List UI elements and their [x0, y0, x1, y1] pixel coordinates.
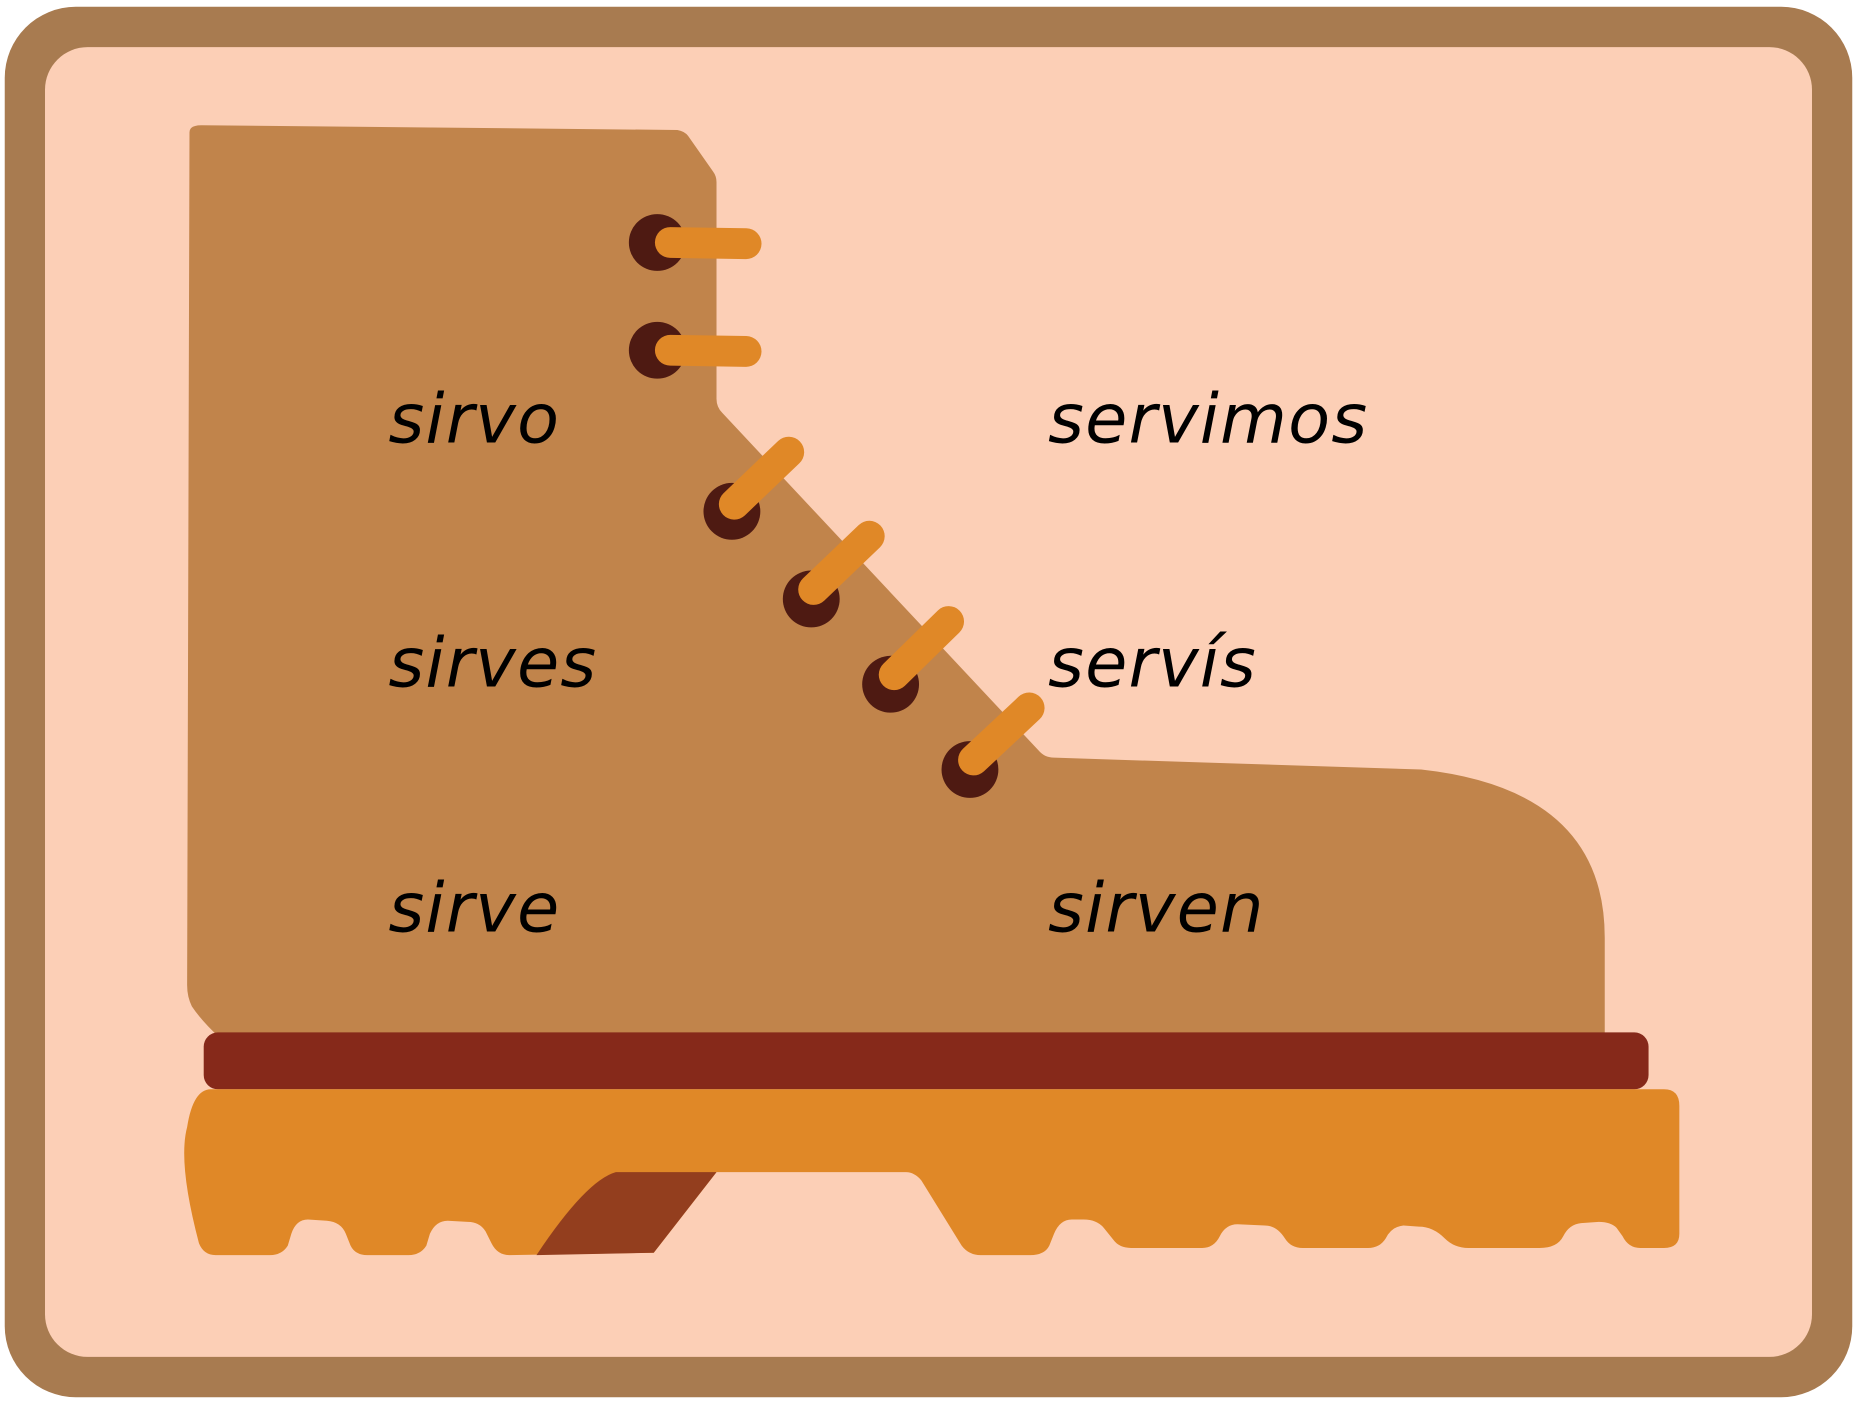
laces — [654, 227, 1045, 776]
lace — [654, 227, 762, 260]
boot-heel-shadow — [536, 1172, 717, 1256]
conjugation-vos: servís — [1048, 624, 1257, 704]
conjugation-tu: sirves — [388, 624, 597, 704]
lace — [798, 520, 885, 605]
boot-welt — [203, 1032, 1649, 1090]
boot-sole — [184, 1089, 1680, 1256]
lace — [878, 606, 965, 691]
conjugation-yo: sirvo — [388, 380, 560, 460]
conjugation-ellos: sirven — [1048, 869, 1265, 949]
lace — [718, 436, 805, 520]
boot-upper — [187, 125, 1605, 1038]
lace — [654, 334, 762, 367]
conjugation-el: sirve — [388, 869, 560, 949]
conjugation-nosotros: servimos — [1048, 380, 1368, 460]
lace — [958, 692, 1045, 776]
